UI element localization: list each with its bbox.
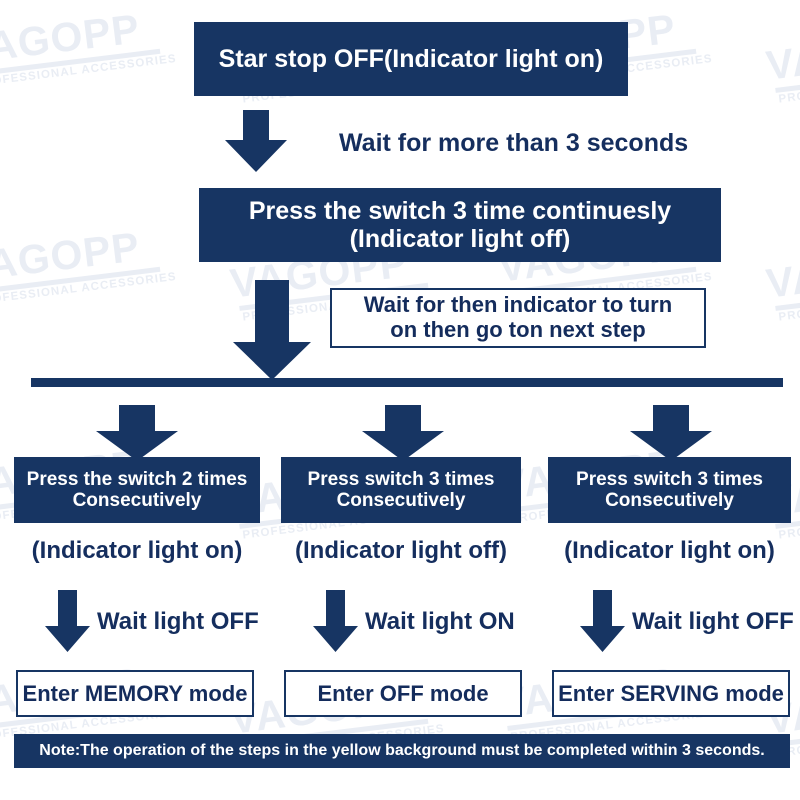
node-start-label: Star stop OFF(Indicator light on)	[218, 44, 604, 73]
note-bar: Note:The operation of the steps in the y…	[14, 734, 790, 768]
arrow-branch-2	[362, 405, 444, 461]
node-branch-1-result: Enter MEMORY mode	[16, 670, 254, 717]
node-branch-1-action-line1: Press the switch 2 times	[26, 468, 248, 490]
node-press-switch-3-line1: Press the switch 3 time continuesly	[248, 197, 672, 225]
node-branch-3-action-line1: Press switch 3 times	[576, 468, 763, 490]
node-branch-3-result: Enter SERVING mode	[552, 670, 790, 717]
note-bar-label: Note:The operation of the steps in the y…	[39, 742, 765, 759]
arrow-branch-1	[96, 405, 178, 461]
node-branch-1-action: Press the switch 2 times Consecutively	[14, 457, 260, 523]
node-branch-2-action-line2: Consecutively	[336, 490, 466, 511]
node-branch-2-result-label: Enter OFF mode	[317, 680, 489, 706]
node-branch-3-result-label: Enter SERVING mode	[558, 680, 784, 706]
split-bar	[31, 378, 783, 387]
node-start: Star stop OFF(Indicator light on)	[194, 22, 628, 96]
label-branch-1-indicator: (Indicator light on)	[31, 537, 243, 564]
node-wait-indicator: Wait for then indicator to turn on then …	[330, 288, 706, 348]
label-branch-3-indicator: (Indicator light on)	[564, 537, 775, 564]
node-branch-2-result: Enter OFF mode	[284, 670, 522, 717]
label-wait-3-seconds: Wait for more than 3 seconds	[339, 129, 689, 157]
arrow-start-to-press3	[225, 110, 287, 172]
arrow-branch-3	[630, 405, 712, 461]
arrow-branch-1-to-result	[45, 590, 90, 652]
node-branch-1-result-label: Enter MEMORY mode	[22, 680, 248, 706]
arrow-press3-to-split	[233, 280, 311, 380]
arrow-branch-3-to-result	[580, 590, 625, 652]
node-wait-indicator-line1: Wait for then indicator to turn	[363, 292, 673, 318]
node-branch-1-action-line2: Consecutively	[72, 490, 202, 511]
label-branch-2-wait: Wait light ON	[365, 608, 515, 635]
node-branch-2-action-line1: Press switch 3 times	[307, 468, 495, 490]
label-branch-3-wait: Wait light OFF	[632, 608, 794, 635]
node-branch-3-action-line2: Consecutively	[605, 490, 734, 511]
node-press-switch-3: Press the switch 3 time continuesly (Ind…	[199, 188, 721, 262]
node-wait-indicator-line2: on then go ton next step	[390, 317, 646, 342]
node-branch-3-action: Press switch 3 times Consecutively	[548, 457, 791, 523]
label-branch-2-indicator: (Indicator light off)	[295, 537, 507, 564]
label-branch-1-wait: Wait light OFF	[97, 608, 259, 635]
arrow-branch-2-to-result	[313, 590, 358, 652]
node-press-switch-3-line2: (Indicator light off)	[349, 225, 571, 253]
node-branch-2-action: Press switch 3 times Consecutively	[281, 457, 521, 523]
